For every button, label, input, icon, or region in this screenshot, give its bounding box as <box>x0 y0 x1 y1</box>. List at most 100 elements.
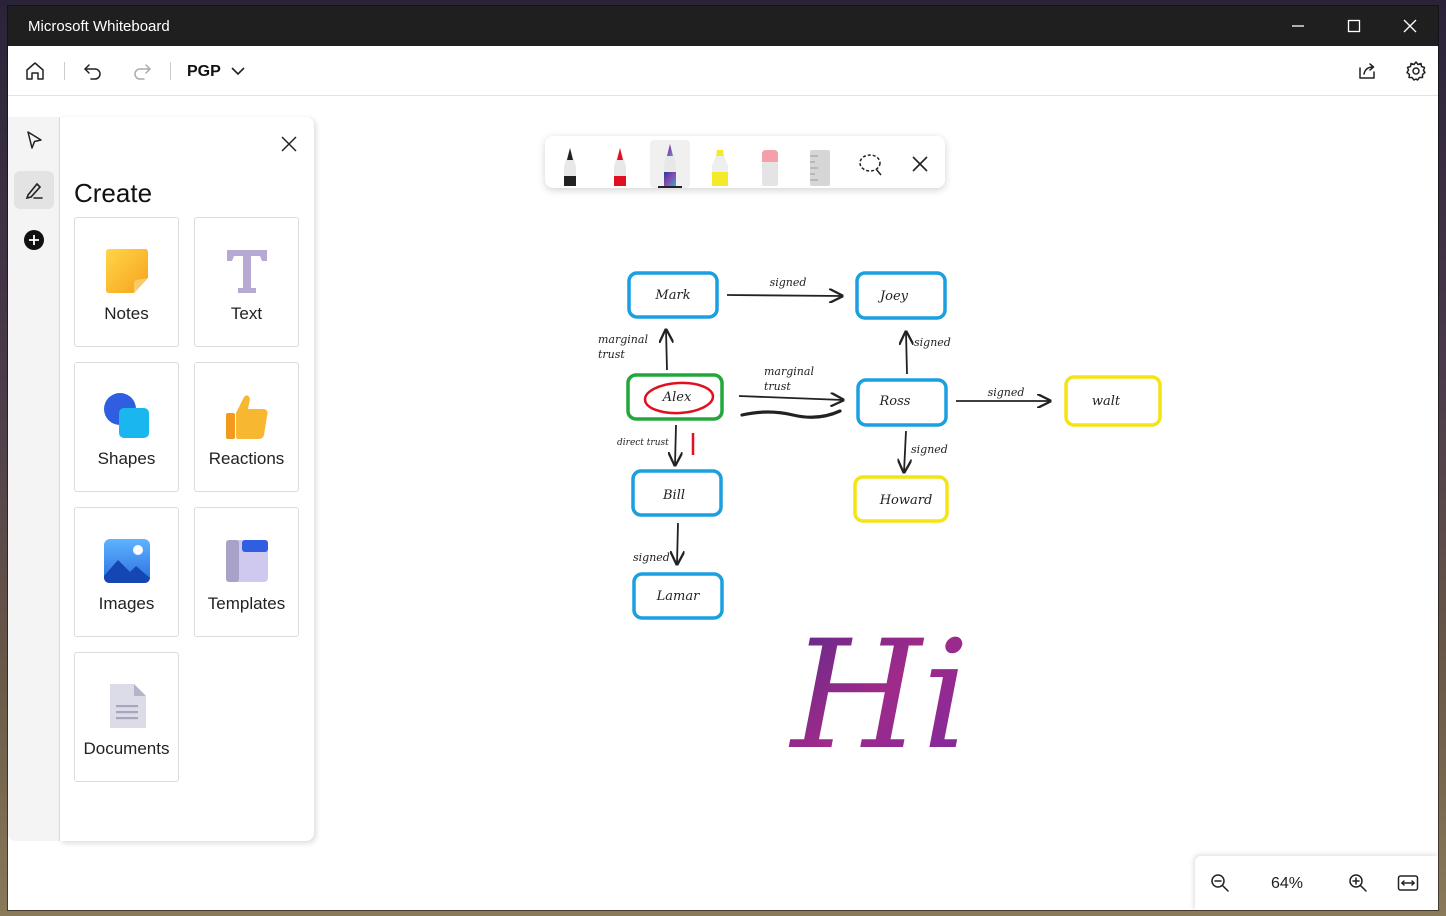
galaxy-pen-button[interactable] <box>650 140 690 188</box>
title-bar: Microsoft Whiteboard <box>8 6 1438 46</box>
node-walt-box <box>1064 375 1162 427</box>
edge-bill-lamar <box>677 522 678 564</box>
eraser-button[interactable] <box>750 140 790 188</box>
settings-button[interactable] <box>1399 55 1433 87</box>
templates-tile[interactable]: Templates <box>194 507 299 637</box>
edge-alex-mark <box>666 330 667 371</box>
tile-label: Reactions <box>208 449 285 468</box>
zoom-controls: 64% <box>1195 856 1438 910</box>
toolbar-divider <box>170 62 171 80</box>
panel-close-button[interactable] <box>274 129 304 159</box>
fit-to-screen-button[interactable] <box>1395 870 1421 896</box>
text-tile[interactable]: Text <box>194 217 299 347</box>
close-icon <box>912 156 928 172</box>
zoom-out-icon <box>1211 874 1229 892</box>
node-ross-box <box>856 378 948 427</box>
images-tile[interactable]: Images <box>74 507 179 637</box>
node-howard-box <box>853 475 949 523</box>
node-joey-label: Joey <box>877 289 909 304</box>
thumbs-up-icon <box>226 395 268 439</box>
alex-ross-underline <box>740 409 842 419</box>
edge-alex-mark-label-1: marginal <box>598 333 648 346</box>
maximize-button[interactable] <box>1326 6 1382 46</box>
ink-hi-text: Hi <box>788 609 970 783</box>
app-window: Microsoft Whiteboard PGP <box>8 6 1438 910</box>
close-icon <box>1403 19 1417 33</box>
zoom-in-button[interactable] <box>1345 870 1371 896</box>
text-icon <box>227 250 267 293</box>
board-name[interactable]: PGP <box>187 63 221 80</box>
tile-label: Documents <box>83 739 170 758</box>
maximize-icon <box>1347 19 1361 33</box>
edge-ross-joey <box>906 332 907 375</box>
pen-icon <box>564 148 576 186</box>
node-lamar-box <box>632 572 724 620</box>
redo-button[interactable] <box>125 55 159 87</box>
templates-icon <box>226 540 268 582</box>
edge-alex-ross-label-2: trust <box>764 380 791 393</box>
edge-ross-joey-label: signed <box>914 336 951 349</box>
node-mark-label: Mark <box>654 288 690 303</box>
fit-screen-icon <box>1397 875 1419 891</box>
ink-toolbar <box>545 136 945 188</box>
node-mark-box <box>627 271 719 319</box>
panel-title: Create <box>74 178 153 208</box>
close-ink-toolbar-button[interactable] <box>900 140 940 188</box>
zoom-in-icon <box>1349 874 1367 892</box>
node-bill-box <box>631 469 723 517</box>
edge-alex-ross-label-1: marginal <box>764 365 814 378</box>
node-alex-label: Alex <box>662 390 692 405</box>
node-lamar-label: Lamar <box>656 589 700 604</box>
black-pen-button[interactable] <box>550 140 590 188</box>
highlighter-button[interactable] <box>700 140 740 188</box>
redo-icon <box>134 64 151 80</box>
edge-ross-howard <box>904 430 906 472</box>
minimize-button[interactable] <box>1270 6 1326 46</box>
highlighter-icon <box>712 150 728 186</box>
documents-tile[interactable]: Documents <box>74 652 179 782</box>
close-window-button[interactable] <box>1382 6 1438 46</box>
edge-ross-howard-label: signed <box>911 443 948 456</box>
tile-label: Shapes <box>97 449 156 468</box>
shapes-tile[interactable]: Shapes <box>74 362 179 492</box>
home-button[interactable] <box>18 55 52 87</box>
share-icon <box>1359 63 1375 79</box>
window-title: Microsoft Whiteboard <box>28 18 170 35</box>
edge-alex-ross <box>738 396 843 400</box>
alex-red-circle <box>643 381 715 415</box>
node-joey-box <box>855 271 947 320</box>
select-tool-button[interactable] <box>14 121 54 159</box>
reactions-tile[interactable]: Reactions <box>194 362 299 492</box>
create-panel: Create Notes Text Sh <box>60 117 314 841</box>
node-ross-label: Ross <box>879 394 911 409</box>
add-content-button[interactable] <box>14 221 54 259</box>
node-alex-box <box>626 373 724 421</box>
edge-alex-mark-label-2: trust <box>598 348 625 361</box>
tile-label: Text <box>230 304 263 323</box>
edge-ross-walt-label: signed <box>988 386 1025 399</box>
ruler-button[interactable] <box>800 140 840 188</box>
edge-mark-joey-label: signed <box>770 276 807 289</box>
notes-tile[interactable]: Notes <box>74 217 179 347</box>
ruler-icon <box>810 150 830 186</box>
minimize-icon <box>1292 25 1304 27</box>
ink-tool-button[interactable] <box>14 171 54 209</box>
lasso-icon <box>859 154 882 176</box>
whiteboard-canvas[interactable]: Create Notes Text Sh <box>8 97 1438 910</box>
zoom-out-button[interactable] <box>1207 870 1233 896</box>
tool-rail <box>8 117 60 841</box>
chevron-down-icon[interactable] <box>230 65 246 77</box>
close-icon <box>281 136 297 152</box>
home-icon <box>26 62 44 80</box>
red-pen-button[interactable] <box>600 140 640 188</box>
share-button[interactable] <box>1350 55 1384 87</box>
edge-alex-bill <box>675 424 676 465</box>
lasso-select-button[interactable] <box>850 140 890 188</box>
undo-button[interactable] <box>76 55 110 87</box>
tile-label: Templates <box>207 594 286 613</box>
image-icon <box>104 539 150 583</box>
gear-icon <box>1406 61 1426 81</box>
sticky-note-icon <box>106 249 148 293</box>
tile-label: Images <box>98 594 155 613</box>
pointer-icon <box>27 131 42 149</box>
